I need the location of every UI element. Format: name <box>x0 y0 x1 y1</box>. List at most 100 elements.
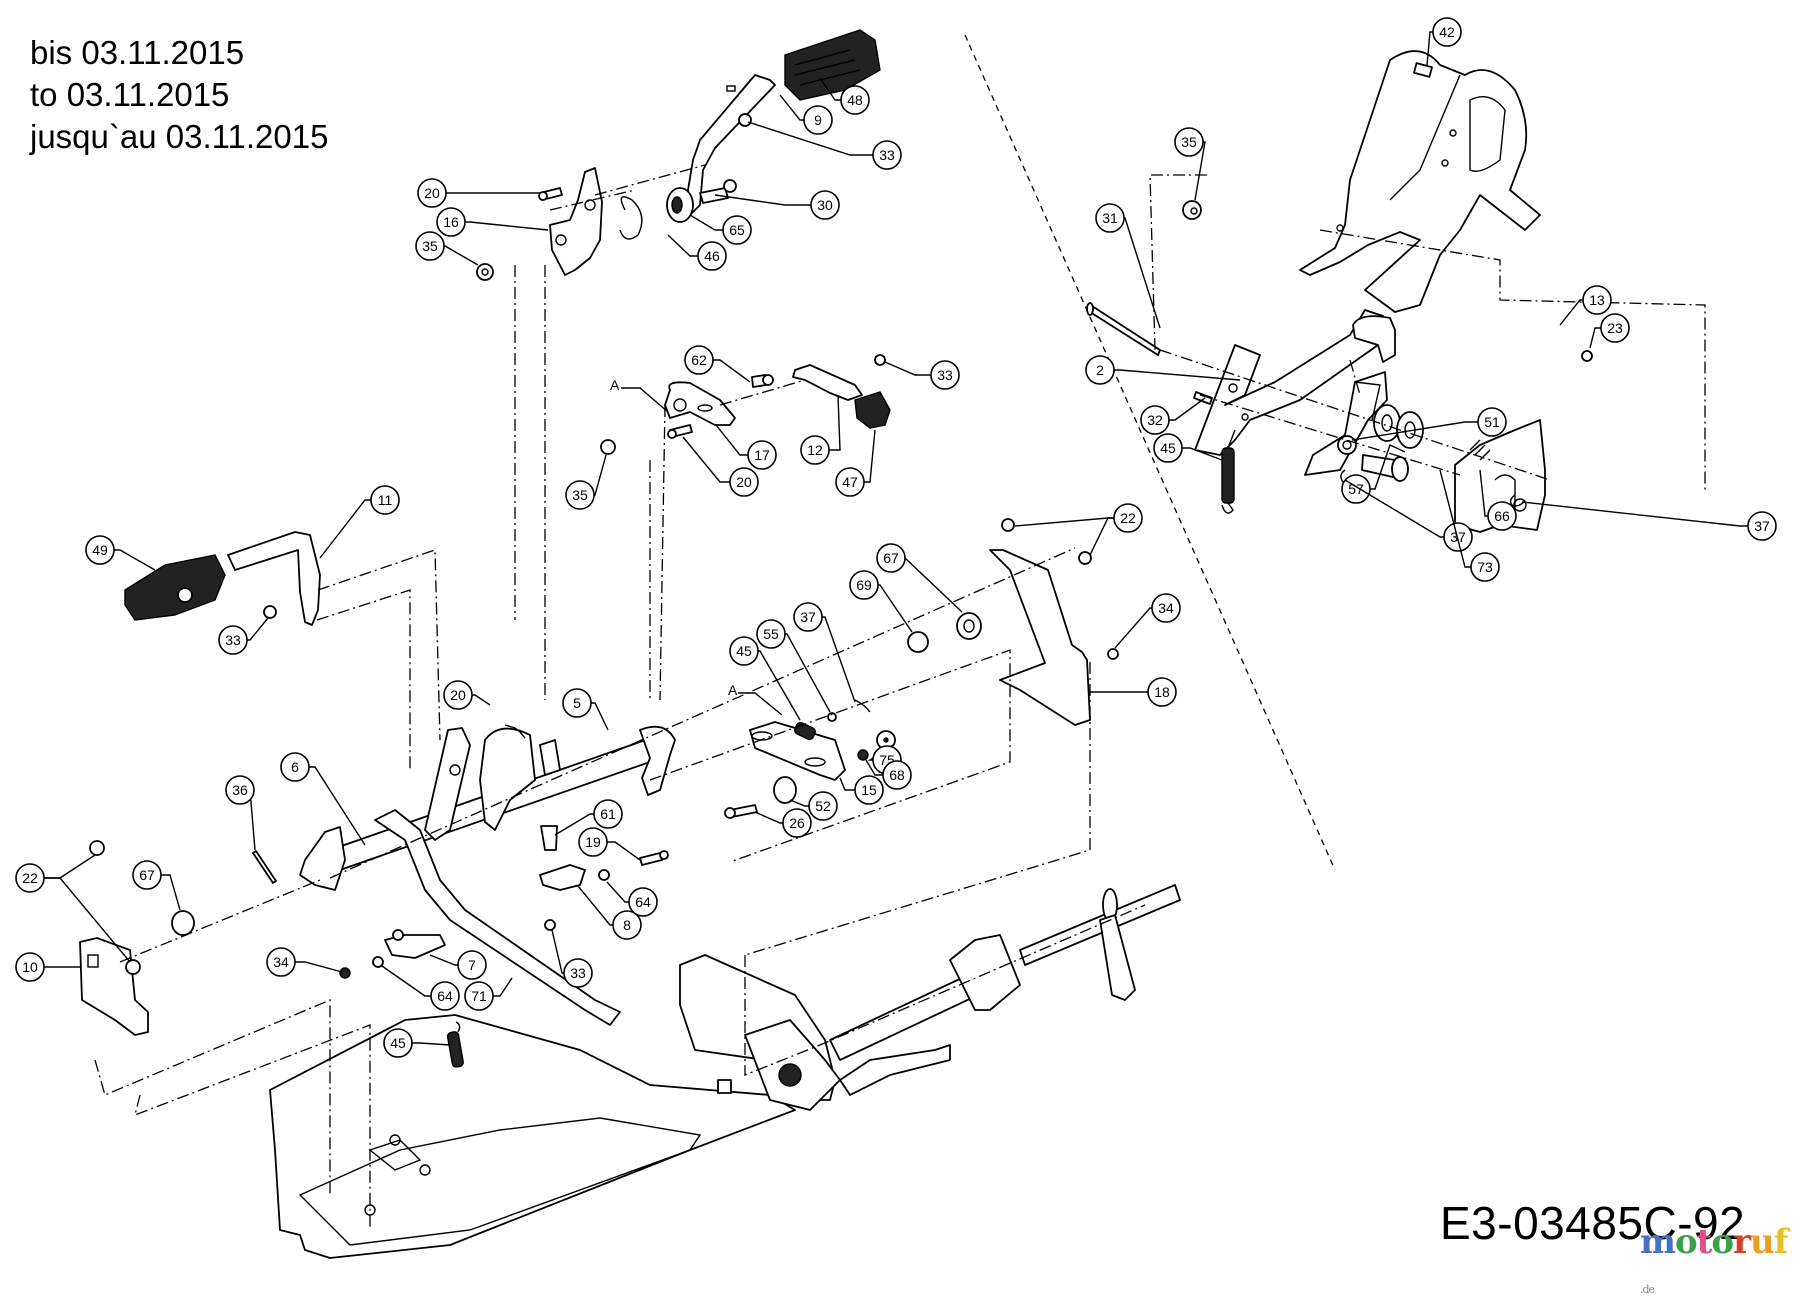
callout-circle-part-8 <box>612 910 642 940</box>
bracket-7 <box>384 929 446 959</box>
callout-label-part-5: 5 <box>573 695 581 711</box>
callout-leader-line <box>1521 501 1762 527</box>
callout-circle-part-37 <box>1747 511 1777 541</box>
callout-circle-part-22 <box>1113 503 1143 533</box>
callout-label-part-71: 71 <box>471 988 487 1004</box>
callout-circle-part-9 <box>803 105 833 135</box>
section-separator-line <box>964 34 1336 871</box>
exploded-parts-diagram: A A 424893335203016653546311323262333251… <box>15 17 1777 1259</box>
callout-label-part-20: 20 <box>424 185 440 201</box>
pin-31 <box>1086 302 1161 356</box>
callout-label-part-62: 62 <box>691 352 707 368</box>
callout-label-part-20: 20 <box>736 474 752 490</box>
callout-label-part-30: 30 <box>817 197 833 213</box>
callout-label-part-33: 33 <box>937 367 953 383</box>
callout-label-part-69: 69 <box>856 577 872 593</box>
callout-circle-part-69 <box>849 570 879 600</box>
plate-15 <box>749 721 846 781</box>
callout-label-part-67: 67 <box>883 550 899 566</box>
callout-circle-part-16 <box>436 207 466 237</box>
spring-45-right <box>1221 429 1236 514</box>
bolt-62 <box>751 374 774 388</box>
callout-label-part-26: 26 <box>789 815 805 831</box>
callout-label-part-51: 51 <box>1484 414 1500 430</box>
callout-label-part-67: 67 <box>139 867 155 883</box>
steering-shaft <box>829 884 1181 1096</box>
callout-circle-part-33 <box>930 360 960 390</box>
screw-23 <box>1581 350 1593 362</box>
callout-label-part-73: 73 <box>1477 559 1493 575</box>
callout-circle-part-33 <box>872 140 902 170</box>
spring-45-bottom <box>446 1021 464 1068</box>
bracket-16 <box>549 167 603 276</box>
callout-label-part-33: 33 <box>879 147 895 163</box>
callout-label-part-45: 45 <box>390 1035 406 1051</box>
pad-13 <box>1352 315 1396 363</box>
callout-circle-part-35 <box>415 231 445 261</box>
callout-circle-part-7 <box>457 950 487 980</box>
callout-label-part-42: 42 <box>1439 24 1455 40</box>
callout-circle-part-47 <box>835 467 865 497</box>
bushing-67-left <box>171 910 195 936</box>
callout-circle-part-67 <box>132 860 162 890</box>
callout-leader-line <box>1014 517 1128 527</box>
callout-label-part-45: 45 <box>1160 440 1176 456</box>
callout-circle-part-22 <box>15 863 45 893</box>
pedal-pad-48 <box>784 29 881 101</box>
callout-circle-part-62 <box>684 345 714 375</box>
callout-label-part-6: 6 <box>291 759 299 775</box>
floor-plate <box>269 1014 796 1259</box>
nut-35-top <box>476 263 494 281</box>
spring-46 <box>619 196 643 240</box>
callout-circle-part-37 <box>1443 522 1473 552</box>
nut-35-right <box>1182 200 1202 220</box>
callout-label-part-36: 36 <box>232 782 248 798</box>
callout-label-part-35: 35 <box>572 487 588 503</box>
arm-12 <box>792 364 863 401</box>
drawing-code: E3-03485C-92 <box>1440 1197 1746 1249</box>
callout-circle-part-48 <box>840 85 870 115</box>
nut-34-left <box>339 967 351 979</box>
callout-circle-part-45 <box>729 636 759 666</box>
arm-11 <box>227 531 321 626</box>
watermark-letter: u <box>1750 1222 1775 1262</box>
pin-37-mid <box>854 699 871 713</box>
callout-label-part-8: 8 <box>623 917 631 933</box>
validity-line-en: to 03.11.2015 <box>30 76 230 113</box>
callout-circle-part-33 <box>563 958 593 988</box>
callout-label-part-17: 17 <box>754 447 770 463</box>
washer-52 <box>773 776 797 804</box>
callout-circle-part-13 <box>1582 285 1612 315</box>
watermark-letter: m <box>1640 1222 1676 1262</box>
callout-circle-part-64 <box>628 887 658 917</box>
bolt-61 <box>540 825 558 851</box>
callout-label-part-12: 12 <box>807 442 823 458</box>
callout-circle-part-51 <box>1477 407 1507 437</box>
bolt-19 <box>639 850 669 866</box>
pedal-rod-71 <box>374 809 621 1026</box>
callout-label-part-64: 64 <box>635 894 651 910</box>
callout-circle-part-42 <box>1432 17 1462 47</box>
callout-circle-part-64 <box>430 981 460 1011</box>
callout-label-part-20: 20 <box>450 687 466 703</box>
nut-33-low <box>544 919 556 931</box>
callout-circle-part-20 <box>729 467 759 497</box>
callout-circle-part-19 <box>578 827 608 857</box>
callout-circle-part-61 <box>593 799 623 829</box>
bolt-66 <box>1361 454 1409 482</box>
callout-circle-part-5 <box>562 688 592 718</box>
bolt-22-left-b <box>125 959 141 975</box>
watermark-letter: f <box>1773 1222 1789 1262</box>
callout-label-part-49: 49 <box>92 542 108 558</box>
callout-label-part-64: 64 <box>437 988 453 1004</box>
watermark-logo: motoruf.de <box>1640 1222 1800 1302</box>
callout-label-part-52: 52 <box>815 798 831 814</box>
console-housing <box>679 954 841 1111</box>
callout-circle-part-66 <box>1487 501 1517 531</box>
callout-label-part-66: 66 <box>1494 508 1510 524</box>
callout-label-part-11: 11 <box>378 492 393 508</box>
callout-circle-part-73 <box>1470 552 1500 582</box>
callout-circle-part-34 <box>266 947 296 977</box>
washers-57 <box>1373 404 1424 449</box>
callout-circle-part-35 <box>565 480 595 510</box>
